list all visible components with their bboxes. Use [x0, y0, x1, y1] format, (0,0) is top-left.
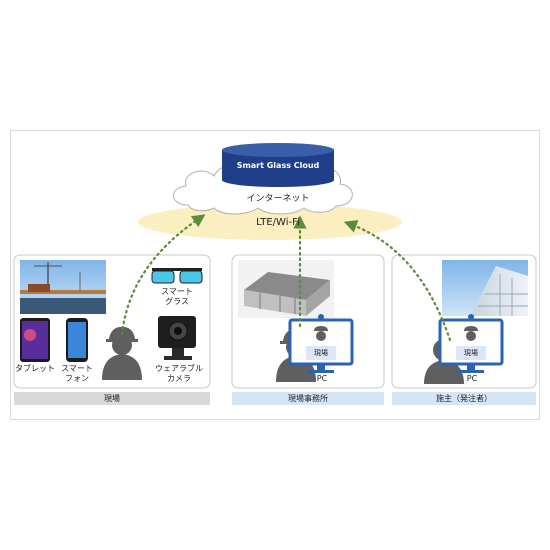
wearable-camera: [158, 316, 196, 360]
smartphone-device: [66, 318, 88, 362]
owner-bar: 施主（発注者）: [392, 392, 536, 405]
cloud-database: [222, 143, 334, 187]
smart-glasses: [151, 268, 203, 284]
owner-building-photo: [442, 260, 528, 316]
database-label: Smart Glass Cloud: [236, 161, 320, 170]
tablet-label: タブレット: [15, 364, 55, 373]
wearable-camera-label: ウェアラブル カメラ: [155, 364, 203, 383]
office-bar: 現場事務所: [232, 392, 384, 405]
owner-screen-badge: 現場: [464, 349, 478, 357]
owner-pc-label: PC: [466, 374, 478, 383]
internet-label: インターネット: [246, 194, 310, 204]
office-building-photo: [238, 260, 334, 318]
office-pc-label: PC: [316, 374, 328, 383]
smartphone-label: スマート フォン: [61, 364, 93, 383]
office-screen-badge: 現場: [314, 349, 328, 357]
bridge-photo: [20, 260, 106, 314]
network-label: LTE/Wi-Fi: [256, 217, 300, 228]
tablet-device: [20, 318, 50, 362]
smart-glasses-label: スマート グラス: [161, 287, 193, 306]
site-bar: 現場: [14, 392, 210, 405]
owner-monitor-icon: [438, 314, 504, 373]
office-monitor-icon: [288, 314, 354, 373]
site-uplink-arrow: [120, 214, 206, 336]
network-ellipse: [138, 204, 402, 240]
owner-uplink-arrow: [343, 220, 452, 342]
